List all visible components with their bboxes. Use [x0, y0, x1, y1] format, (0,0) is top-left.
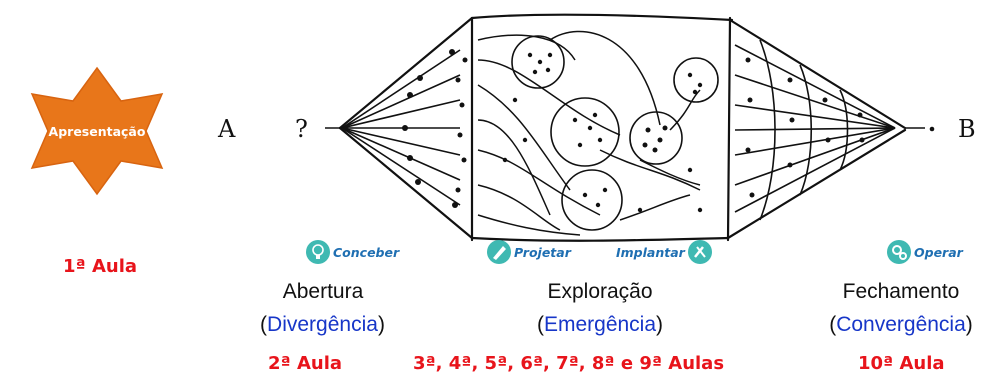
- pencil-icon: [487, 240, 511, 264]
- divergence-arrowheads: [402, 49, 458, 208]
- divergence-arrows: [325, 49, 461, 206]
- conceber-badge: Conceber: [306, 240, 399, 264]
- tools-icon: [687, 240, 712, 264]
- exploration-title: Exploração: [547, 280, 653, 303]
- end-point-label: B: [958, 115, 976, 143]
- convergence-dots: [745, 57, 935, 198]
- opening-title: Abertura: [282, 280, 364, 303]
- question-mark: ?: [295, 115, 308, 143]
- closing-title: Fechamento: [842, 280, 960, 303]
- conceber-label: Conceber: [333, 244, 400, 260]
- operar-label: Operar: [914, 244, 963, 260]
- exploration-classes-label: 3ª, 4ª, 5ª, 6ª, 7ª, 8ª e 9ª Aulas: [413, 353, 725, 374]
- opening-paren-open: (: [260, 313, 268, 336]
- closing-classes-label: 10ª Aula: [858, 353, 945, 374]
- implantar-label: Implantar: [616, 244, 685, 260]
- opening-paren-close: ): [377, 313, 385, 336]
- lightbulb-icon: [306, 240, 330, 264]
- exploration-paren-close: ): [656, 313, 664, 336]
- start-point-label: A: [218, 115, 236, 143]
- exploration-dots: [455, 52, 703, 213]
- first-class-label: 1ª Aula: [63, 256, 138, 277]
- exploration-flows: [477, 30, 701, 236]
- closing-subtitle: (Convergência): [813, 313, 989, 337]
- exploration-keyword: Emergência: [543, 313, 657, 336]
- operar-badge: Operar: [887, 240, 963, 264]
- idea-clusters: [511, 35, 719, 231]
- convergence-lines: [734, 39, 925, 221]
- opening-subtitle: (Divergência): [245, 313, 400, 337]
- projetar-badge: Projetar: [487, 240, 571, 264]
- projetar-label: Projetar: [514, 244, 571, 260]
- closing-paren-close: ): [965, 313, 973, 336]
- gears-icon: [887, 240, 911, 264]
- opening-classes-label: 2ª Aula: [268, 353, 343, 374]
- exploration-subtitle: (Emergência): [520, 313, 680, 337]
- exploration-paren-open: (: [536, 313, 544, 336]
- closing-keyword: Convergência: [836, 313, 966, 336]
- star-shape: [30, 66, 164, 196]
- opening-keyword: Divergência: [267, 313, 378, 336]
- star-label: Apresentação: [48, 124, 146, 139]
- diagram-outline: [338, 13, 907, 242]
- closing-paren-open: (: [829, 313, 837, 336]
- implantar-badge: Implantar: [616, 240, 712, 264]
